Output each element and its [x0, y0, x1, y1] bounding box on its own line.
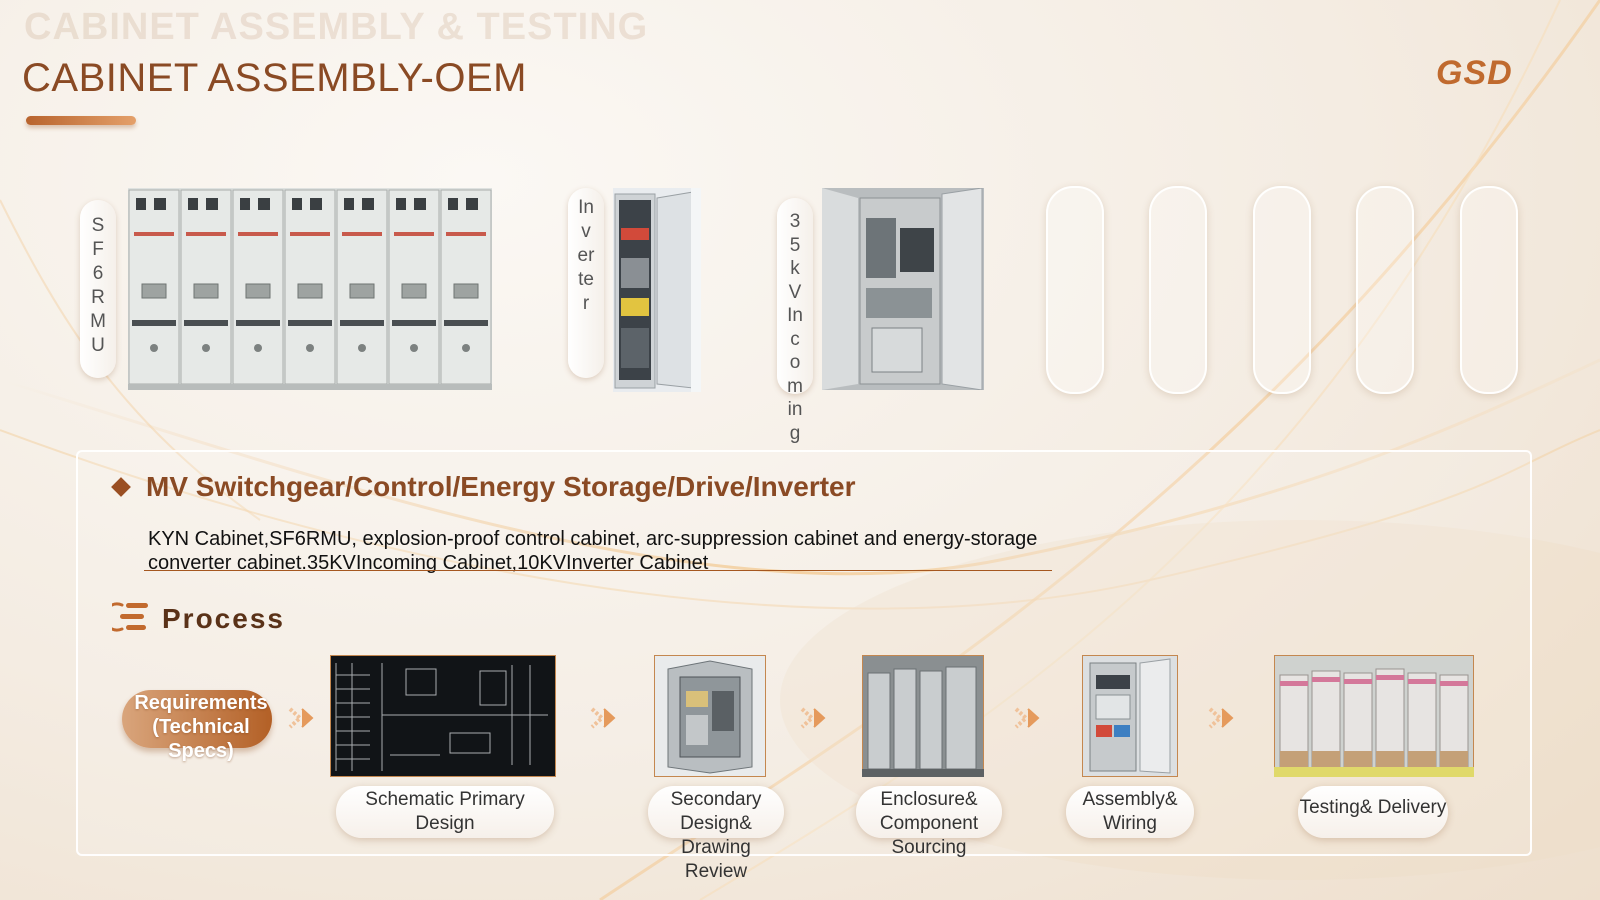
label-inverter-text: Inverter [577, 197, 595, 314]
step-label-enclosure: Enclosure& Component Sourcing [879, 789, 979, 858]
step-pill-schematic [336, 786, 554, 838]
chevron-arrow-icon [288, 707, 314, 729]
requirements-pill [122, 690, 272, 748]
title-underline [26, 116, 136, 125]
section-description: KYN Cabinet,SF6RMU, explosion-proof cont… [148, 528, 1038, 574]
step-label-assembly: Assembly& Wiring [1082, 789, 1178, 834]
label-35kv-incoming-text: 35kV Incoming [787, 211, 803, 444]
brand-logo: GSD [1436, 54, 1513, 92]
step-label-schematic: Schematic Primary Design [365, 789, 525, 834]
sf6rmu-photo [128, 188, 492, 390]
step-pill-enclosure [856, 786, 1002, 838]
ghost-title: CABINET ASSEMBLY & TESTING [24, 6, 649, 40]
step-label-secondary: Secondary Design& Drawing Review [670, 789, 762, 882]
step-pill-secondary [648, 786, 784, 838]
empty-gallery-slot [1046, 186, 1104, 394]
page-title: CABINET ASSEMBLY-OEM [22, 56, 527, 100]
label-35kv-incoming: 35kV Incoming [777, 198, 813, 444]
incoming-35kv-photo [822, 188, 984, 390]
schematic-design-photo [330, 655, 556, 777]
empty-gallery-slot [1149, 186, 1207, 394]
process-list-icon [112, 602, 148, 632]
chevron-arrow-icon [1014, 707, 1040, 729]
label-sf6rmu: SF6RMU [80, 200, 116, 378]
requirements-text: Requirements (Technical Specs) [134, 692, 268, 762]
assembly-wiring-photo [1082, 655, 1178, 777]
empty-gallery-slot [1253, 186, 1311, 394]
chevron-arrow-icon [590, 707, 616, 729]
content-panel [76, 450, 1532, 856]
chevron-arrow-icon [1208, 707, 1234, 729]
step-pill-testing [1298, 786, 1448, 838]
testing-delivery-photo [1274, 655, 1474, 777]
empty-gallery-slot [1356, 186, 1414, 394]
section-title: MV Switchgear/Control/Energy Storage/Dri… [146, 471, 856, 502]
empty-gallery-slot [1460, 186, 1518, 394]
process-label: Process [162, 603, 285, 634]
inverter-photo [613, 188, 701, 392]
label-sf6rmu-text: SF6RMU [90, 215, 106, 356]
description-underline [144, 570, 1052, 571]
label-inverter: Inverter [568, 188, 604, 378]
secondary-design-photo [654, 655, 766, 777]
enclosure-sourcing-photo [862, 655, 984, 777]
step-pill-assembly [1066, 786, 1194, 838]
chevron-arrow-icon [800, 707, 826, 729]
step-label-testing: Testing& Delivery [1299, 797, 1447, 818]
